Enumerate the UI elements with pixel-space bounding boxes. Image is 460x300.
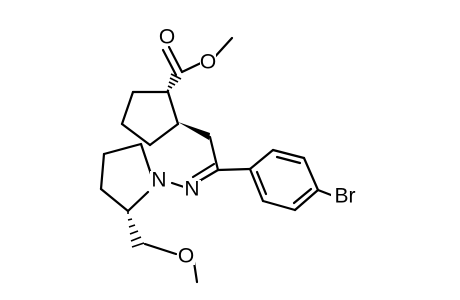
atom-label-imine-nitrogen: N <box>184 178 199 201</box>
bond-benzene-6-1 <box>248 167 265 203</box>
bond-ring-c4-c5 <box>120 90 135 126</box>
bond-benzene-inner-a <box>275 155 302 165</box>
bond-pyrrolidine-cb-cc <box>99 152 106 191</box>
bond-oxygen-carbonyl <box>180 60 205 74</box>
bond-ring-c2-c3 <box>148 122 180 147</box>
bond-oxygen-methyl <box>192 260 199 284</box>
bond-carbonyl-double-b <box>161 48 178 77</box>
bond-benzene-5-6 <box>261 199 297 212</box>
hashed-wedge-ester <box>166 73 182 92</box>
bond-layer <box>99 36 333 284</box>
bond-benzene-inner-c <box>255 170 268 196</box>
bond-carbonyl-double-a <box>167 45 184 74</box>
stereo-bond-layer <box>127 73 210 248</box>
bond-benzene-inner-b <box>292 187 313 205</box>
atom-label-methoxy-oxygen: O <box>178 245 194 268</box>
atom-label-pyrrolidine-nitrogen: N <box>151 169 166 192</box>
bond-imine-double-b <box>191 162 216 179</box>
bond-aryl-bromine <box>316 188 333 197</box>
bond-pyrrolidine-n-ca <box>139 142 153 176</box>
atom-label-layer: O O N N O Br <box>150 26 359 268</box>
bond-ring-c3-c4 <box>120 122 152 147</box>
bond-benzene-4-5 <box>293 188 320 212</box>
bond-ch2-imine-carbon <box>208 135 220 172</box>
wedge-ring-ch2 <box>178 122 210 140</box>
bond-benzene-2-3 <box>271 148 306 160</box>
bond-ch2-oxygen <box>143 242 178 256</box>
bond-ring-c1-c2 <box>166 90 180 126</box>
bond-benzene-3-4 <box>302 156 320 192</box>
bond-imine-carbon-aryl <box>216 167 252 172</box>
atom-label-bromine: Br <box>335 185 356 208</box>
hashed-wedge-methoxymethyl <box>127 212 145 248</box>
atom-label-ester-oxygen: O <box>200 51 216 74</box>
bond-pyrrolidine-cc-cd <box>99 187 130 213</box>
atom-label-carbonyl-oxygen: O <box>159 26 175 49</box>
bond-pyrrolidine-ca-cb <box>102 142 143 156</box>
bond-nitrogen-nitrogen <box>170 181 186 189</box>
bond-benzene-1-2 <box>248 148 275 171</box>
bond-pyrrolidine-cd-n <box>126 190 150 213</box>
